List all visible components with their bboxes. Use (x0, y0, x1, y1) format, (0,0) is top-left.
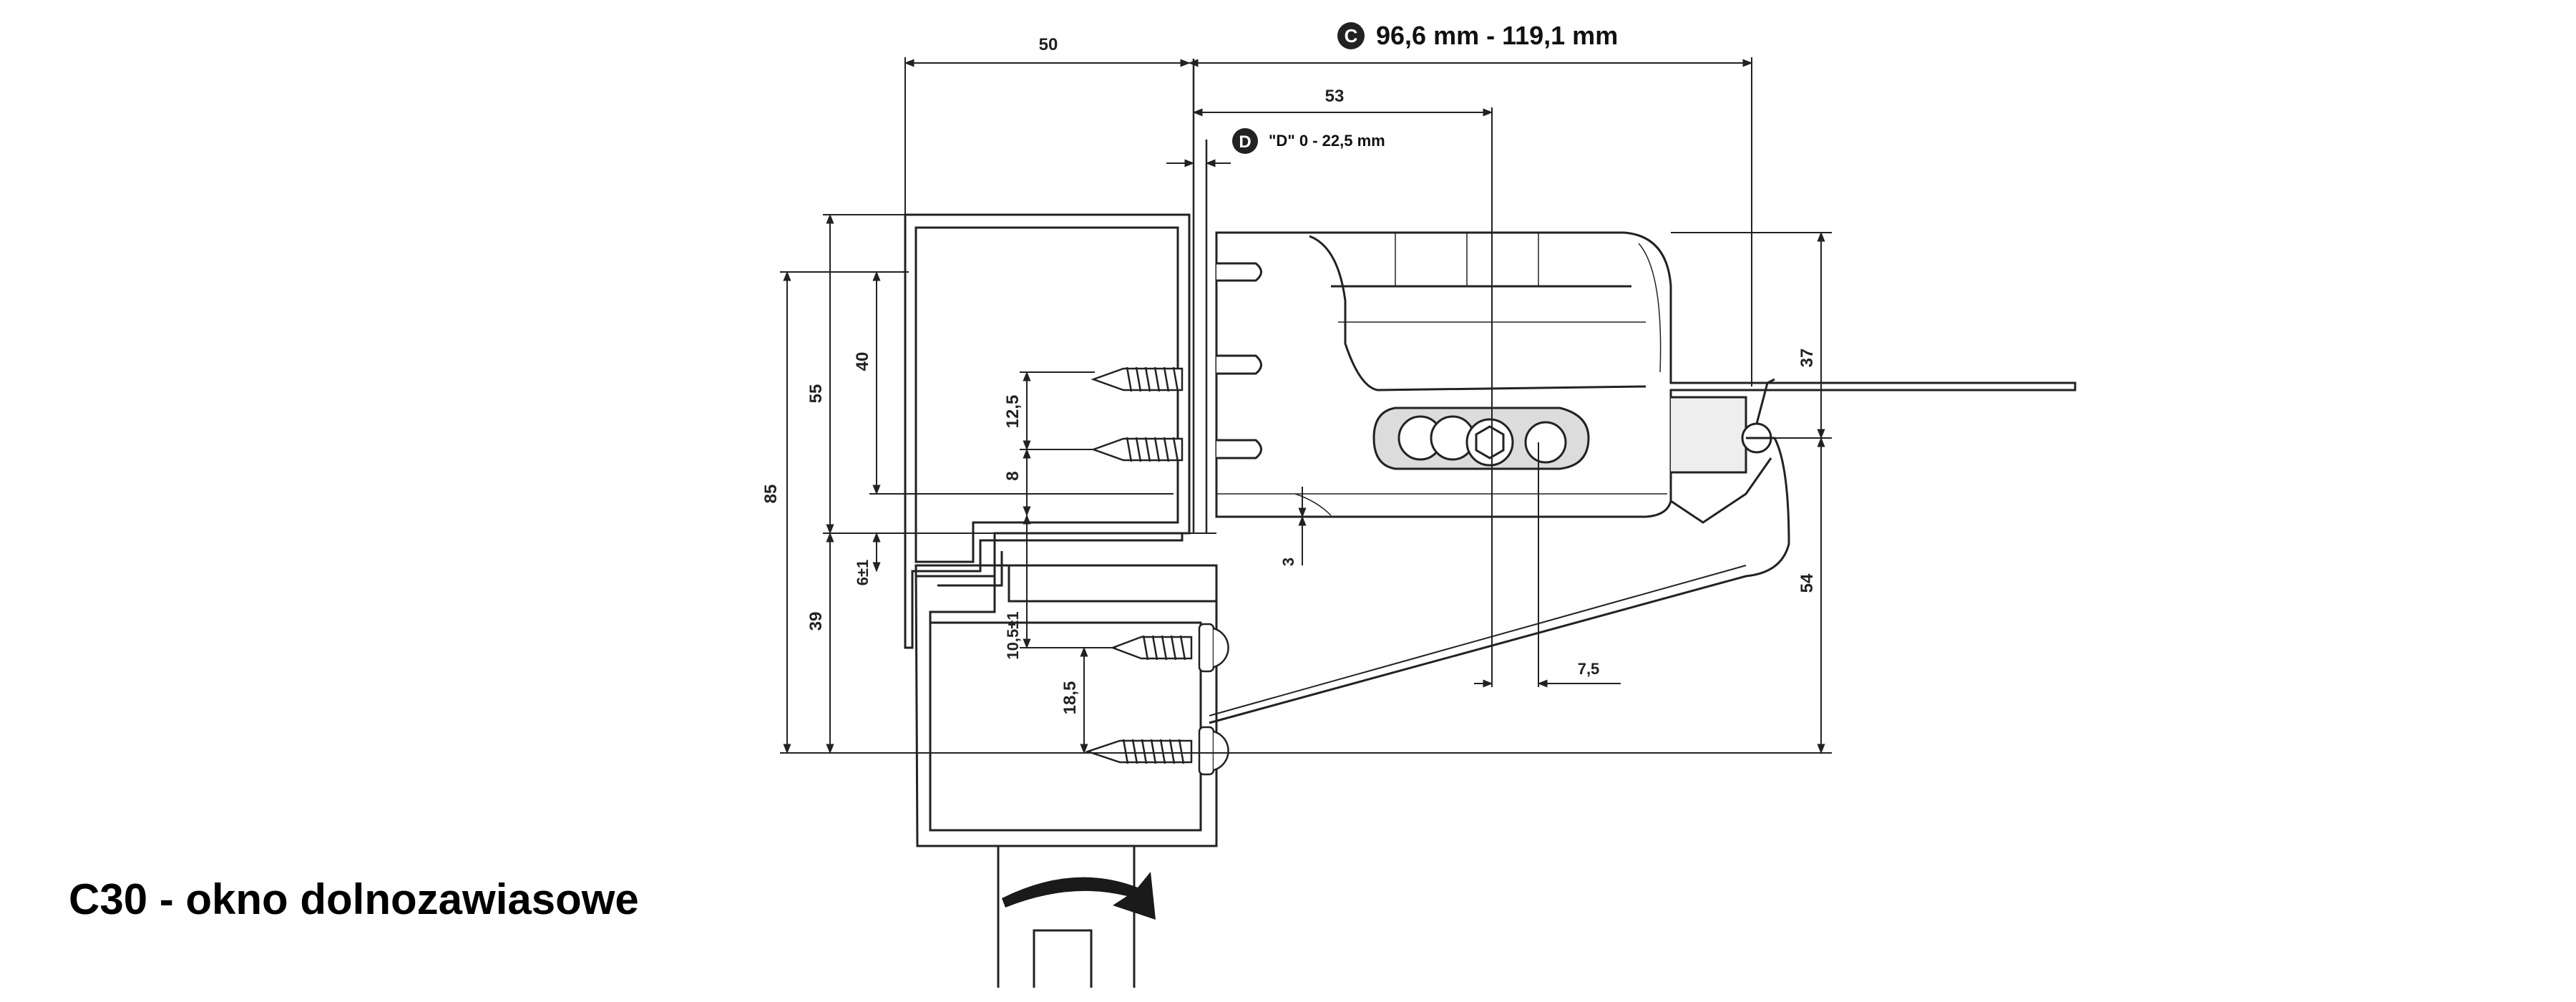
callout-c-text: 96,6 mm - 119,1 mm (1376, 21, 1618, 50)
dim-37: 37 (1797, 349, 1817, 368)
dim-6: 6±1 (854, 560, 872, 586)
dim-53: 53 (1325, 87, 1345, 106)
dim-18-5: 18,5 (1060, 681, 1080, 715)
screws (1085, 366, 1229, 776)
drawing-caption: C30 - okno dolnozawiasowe (69, 875, 639, 923)
dim-8: 8 (1003, 471, 1023, 480)
dim-50: 50 (1039, 35, 1058, 54)
opening-direction-arrow (1002, 872, 1156, 920)
dim-55: 55 (806, 384, 826, 404)
screw-lower-1 (1110, 623, 1229, 673)
sash-bottom (997, 846, 1136, 988)
dim-7-5: 7,5 (1578, 660, 1600, 678)
window-frame-profile (904, 213, 1218, 847)
frame-reference-lines (1192, 59, 1208, 533)
callout-c-letter: C (1345, 25, 1358, 47)
operator-housing (1209, 231, 2077, 724)
dim-10-5: 10,5±1 (1004, 611, 1022, 659)
callout-c-marker (1337, 22, 1365, 49)
callout-d-marker (1232, 128, 1258, 154)
callout-d: D "D" 0 - 22,5 mm (1232, 128, 1385, 154)
dimension-labels: 50 53 85 55 40 39 6±1 12,5 8 10,5±1 18,5… (761, 35, 1817, 714)
callout-d-letter: D (1239, 132, 1251, 152)
curved-arrow-icon (1002, 872, 1156, 920)
dimension-lines (780, 57, 1832, 754)
dim-3: 3 (1279, 558, 1297, 566)
screw-upper-1 (1091, 366, 1184, 392)
dim-54: 54 (1797, 573, 1817, 593)
dim-85: 85 (761, 485, 781, 504)
callout-c: C 96,6 mm - 119,1 mm (1337, 21, 1618, 50)
screw-upper-2 (1091, 437, 1184, 462)
dim-12-5: 12,5 (1003, 395, 1023, 429)
callout-d-text: "D" 0 - 22,5 mm (1269, 132, 1385, 150)
screw-lower-2 (1085, 726, 1229, 776)
dim-39: 39 (806, 612, 826, 631)
dim-40: 40 (853, 352, 872, 371)
